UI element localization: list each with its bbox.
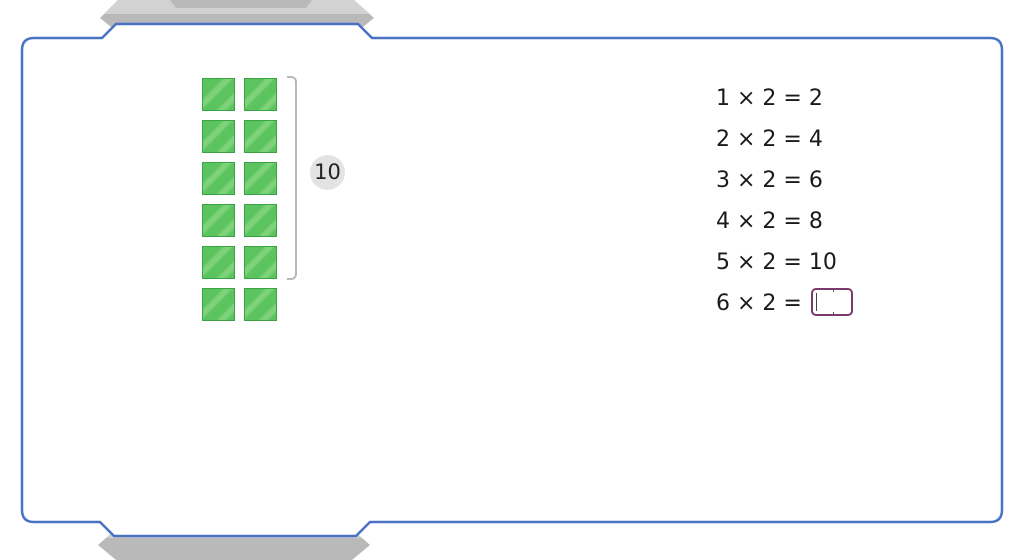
equation-row: 3 × 2 = 6 <box>716 168 823 193</box>
equation-row: 2 × 2 = 4 <box>716 127 823 152</box>
counting-block <box>202 78 235 111</box>
equation-row: 5 × 2 = 10 <box>716 250 837 275</box>
counting-block <box>202 120 235 153</box>
answer-tick-bottom <box>832 312 834 314</box>
top-tab-highlight <box>104 0 370 14</box>
counting-block <box>202 246 235 279</box>
counting-block <box>244 78 277 111</box>
equation-list: 1 × 2 = 2 2 × 2 = 4 3 × 2 = 6 4 × 2 = 8 … <box>716 83 853 329</box>
counting-block <box>202 288 235 321</box>
counting-block <box>244 162 277 195</box>
counting-block <box>244 288 277 321</box>
prompt-equation-row: 6 × 2 = <box>716 288 853 329</box>
prompt-equation-text: 6 × 2 = <box>716 291 802 316</box>
answer-input[interactable] <box>810 288 853 316</box>
counting-block <box>202 162 235 195</box>
equation-row: 4 × 2 = 8 <box>716 209 823 234</box>
group-bracket <box>287 76 297 280</box>
counting-block <box>244 246 277 279</box>
counting-block <box>202 204 235 237</box>
answer-tick-top <box>832 290 834 292</box>
counting-block <box>244 204 277 237</box>
counting-block <box>244 120 277 153</box>
equation-row: 1 × 2 = 2 <box>716 86 823 111</box>
frame-border <box>20 22 1004 538</box>
text-caret <box>815 293 817 311</box>
group-count-badge: 10 <box>310 155 345 190</box>
